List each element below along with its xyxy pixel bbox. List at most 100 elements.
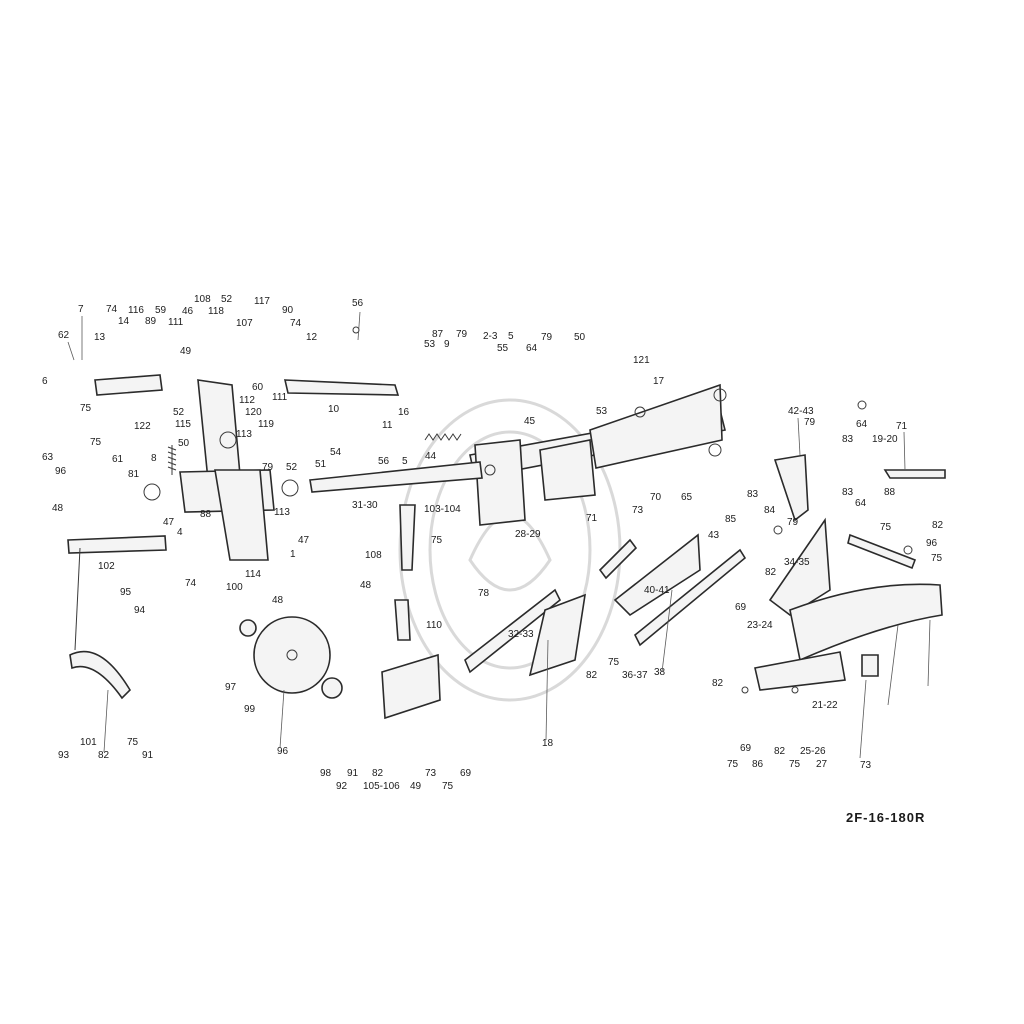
part-label: 108 (365, 550, 382, 561)
main-frame-beam (469, 383, 727, 526)
part-label: 98 (320, 768, 332, 779)
part-label: 44 (425, 451, 437, 462)
part-label: 10 (328, 404, 340, 415)
part-label: 75 (127, 737, 139, 748)
part-label: 111 (168, 317, 184, 328)
part-label: 50 (574, 332, 586, 343)
part-label: 75 (442, 781, 454, 792)
part-label: 96 (926, 538, 938, 549)
part-label: 47 (163, 517, 175, 528)
part-label: 73 (632, 505, 644, 516)
part-label: 116 (128, 305, 144, 316)
part-label: 40-41 (644, 585, 670, 596)
part-label: 56 (378, 456, 390, 467)
part-label: 50 (178, 438, 190, 449)
plough-body-right (754, 454, 943, 691)
part-label: 120 (245, 407, 262, 418)
part-label: 69 (460, 768, 472, 779)
part-label: 79 (787, 517, 799, 528)
part-label: 47 (298, 535, 310, 546)
leader-lines (67, 311, 931, 759)
plough-body-middle (598, 533, 747, 647)
part-label: 64 (855, 498, 867, 509)
part-label: 36-37 (622, 670, 648, 681)
part-label: 83 (747, 489, 759, 500)
part-label: 92 (336, 781, 348, 792)
part-label: 19-20 (872, 434, 898, 445)
part-label: 74 (290, 318, 302, 329)
part-label: 79 (804, 417, 816, 428)
part-label: 13 (94, 332, 106, 343)
part-label: 43 (708, 530, 720, 541)
part-label: 49 (410, 781, 422, 792)
part-label: 48 (360, 580, 372, 591)
part-label: 5 (402, 456, 408, 467)
coulter-arm (69, 650, 132, 700)
part-label: 75 (789, 759, 801, 770)
part-label: 32-33 (508, 629, 534, 640)
part-label: 103-104 (424, 504, 461, 515)
part-label: 1 (290, 549, 296, 560)
part-label: 79 (541, 332, 553, 343)
part-label: 14 (118, 316, 130, 327)
part-label: 63 (42, 452, 54, 463)
part-label: 69 (735, 602, 747, 613)
part-label: 7 (78, 304, 84, 315)
part-label: 82 (712, 678, 724, 689)
part-label: 75 (431, 535, 443, 546)
part-label: 93 (58, 750, 70, 761)
part-label: 51 (315, 459, 327, 470)
part-label: 95 (120, 587, 132, 598)
part-label: 64 (526, 343, 538, 354)
part-label: 52 (221, 294, 233, 305)
part-label: 96 (55, 466, 67, 477)
part-label: 31-30 (352, 500, 378, 511)
part-label: 101 (80, 737, 97, 748)
part-label: 74 (106, 304, 118, 315)
part-label: 79 (262, 462, 274, 473)
part-label: 75 (80, 403, 92, 414)
part-label: 75 (931, 553, 943, 564)
part-label: 83 (842, 434, 854, 445)
part-label: 49 (180, 346, 192, 357)
part-label: 100 (226, 582, 243, 593)
part-label: 73 (425, 768, 437, 779)
part-label: 87 (432, 329, 444, 340)
part-label: 83 (842, 487, 854, 498)
part-label: 34-35 (784, 557, 810, 568)
part-label: 70 (650, 492, 662, 503)
part-label: 62 (58, 330, 70, 341)
part-label: 82 (586, 670, 598, 681)
drawing-code: 2F-16-180R (846, 810, 925, 825)
part-label: 97 (225, 682, 237, 693)
part-label: 99 (244, 704, 256, 715)
part-label: 111 (272, 392, 288, 403)
disc-coulter (239, 616, 343, 699)
part-label: 82 (932, 520, 944, 531)
part-label: 28-29 (515, 529, 541, 540)
part-label: 46 (182, 306, 194, 317)
part-label: 11 (382, 420, 393, 431)
part-label: 55 (497, 343, 509, 354)
part-label: 48 (52, 503, 64, 514)
part-label: 12 (306, 332, 318, 343)
part-label: 117 (254, 296, 270, 307)
part-label: 75 (608, 657, 620, 668)
part-label: 65 (681, 492, 693, 503)
part-label: 53 (596, 406, 608, 417)
part-label: 82 (765, 567, 777, 578)
knife-coulter (394, 504, 416, 641)
part-label: 71 (586, 513, 598, 524)
part-label: 82 (98, 750, 110, 761)
part-label: 23-24 (747, 620, 773, 631)
part-label: 18 (542, 738, 554, 749)
part-label: 9 (444, 339, 450, 350)
part-label: 73 (860, 760, 872, 771)
part-label: 56 (352, 298, 364, 309)
part-label: 69 (740, 743, 752, 754)
cross-shaft (67, 535, 167, 651)
part-label: 75 (90, 437, 102, 448)
part-label: 81 (128, 469, 140, 480)
part-label: 108 (194, 294, 211, 305)
